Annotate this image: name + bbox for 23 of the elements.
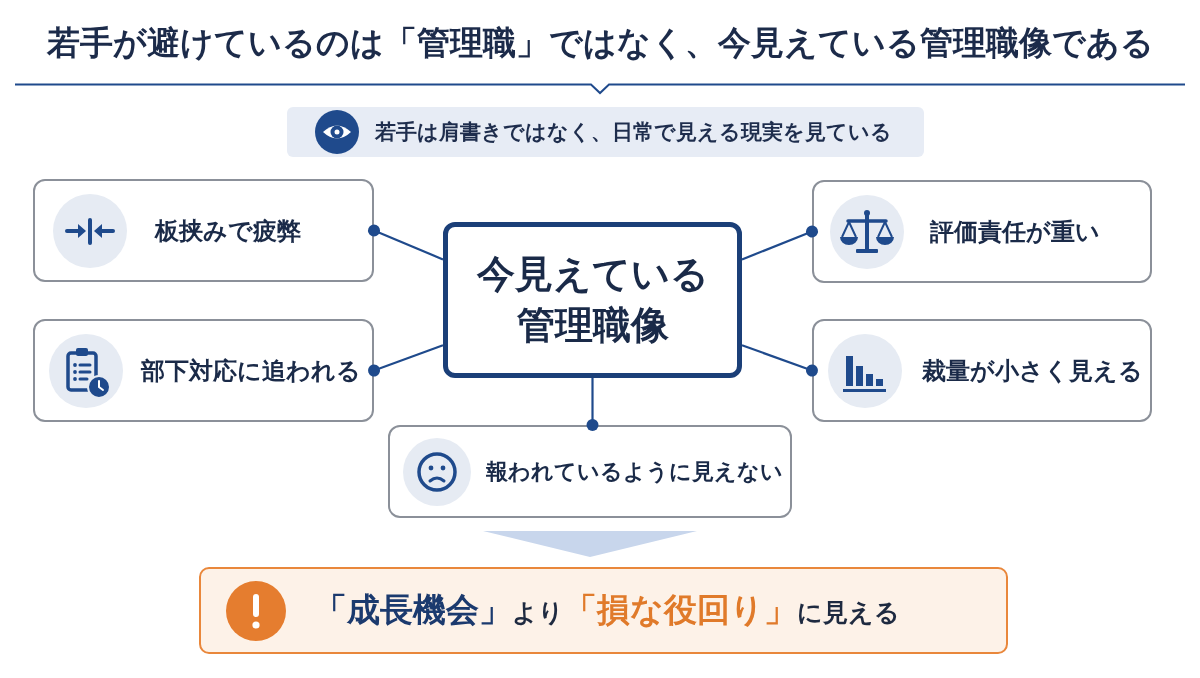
item-card (388, 425, 792, 518)
title: 若手が避けているのは「管理職」ではなく、今見えている管理職像である (46, 22, 1154, 64)
chevron-arrow (483, 531, 697, 557)
callout-box (199, 567, 1008, 654)
card-text: 報われているように見えない (486, 457, 783, 486)
banner-text: 若手は肩書きではなく、日常で見える現実を見ている (375, 119, 892, 146)
card-text: 部下対応に追われる (141, 355, 361, 386)
card-text: 評価責任が重い (930, 216, 1100, 247)
center-text: 今見えている管理職像 (475, 251, 710, 349)
connector-line (368, 224, 444, 261)
card-text: 裁量が小さく見える (922, 355, 1143, 386)
item-card (33, 319, 374, 422)
item-card (812, 180, 1152, 283)
connector-line (741, 344, 818, 377)
focus-box (443, 222, 742, 378)
connector-line (741, 225, 818, 261)
connector-line (586, 378, 599, 431)
banner (287, 107, 924, 157)
connector-line (368, 344, 444, 377)
item-card (812, 319, 1152, 422)
card-text: 板挟みで疲弊 (155, 215, 301, 246)
item-card (33, 179, 374, 282)
callout-text: 「成長機会」より「損な役回り」に見える (314, 589, 900, 630)
